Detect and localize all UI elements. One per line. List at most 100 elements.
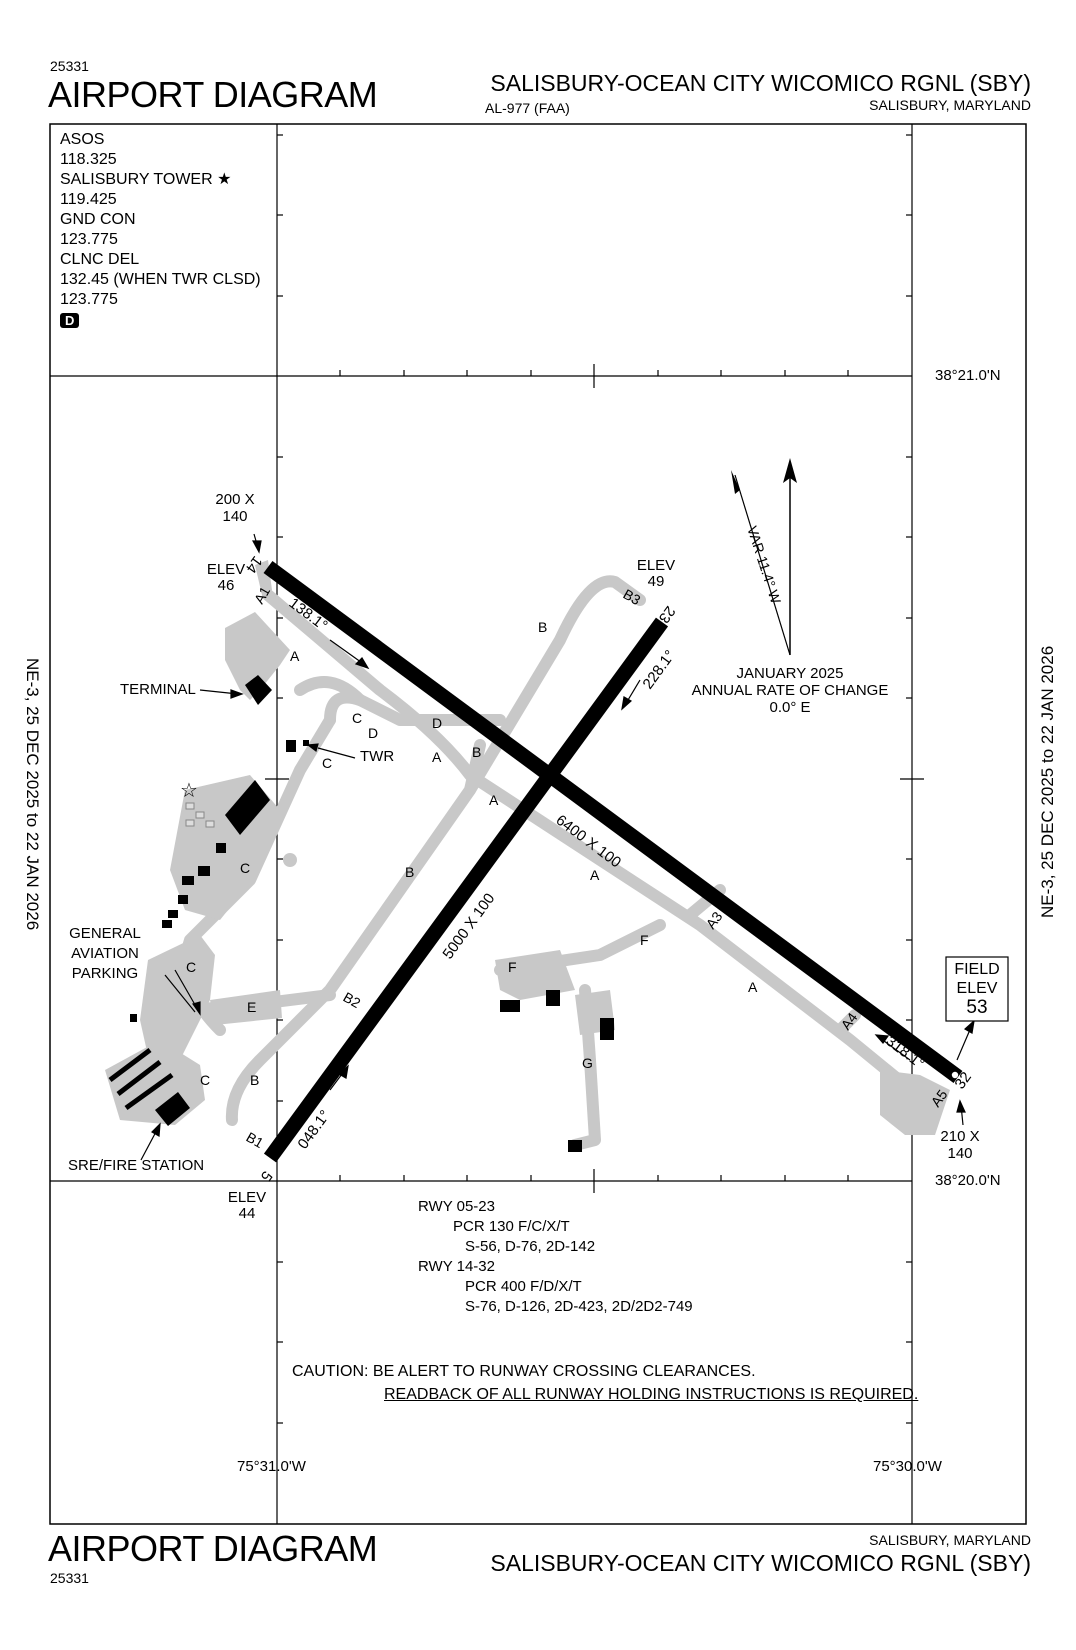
footer-city-state: SALISBURY, MARYLAND xyxy=(869,1532,1031,1548)
runway-end-14: 14 xyxy=(242,553,266,576)
twy-label-b-3: B xyxy=(405,864,414,880)
taxiways xyxy=(180,575,911,1151)
g-building xyxy=(600,1018,614,1040)
ga-label-line: GENERAL xyxy=(69,925,141,942)
twy-label-a1: A1 xyxy=(251,583,274,606)
hangar-3 xyxy=(198,866,210,876)
taxiway-a4 xyxy=(834,1009,861,1036)
magnetic-north-arrowhead-icon xyxy=(731,470,740,494)
buildings xyxy=(130,675,614,1152)
blast-pad-rwy14: 200 X 140 xyxy=(210,491,260,525)
pcn-gear: S-76, D-126, 2D-423, 2D/2D2-749 xyxy=(465,1298,693,1315)
twy-label-e: E xyxy=(247,999,256,1015)
taxiway-b xyxy=(225,575,646,1126)
footer-title: AIRPORT DIAGRAM xyxy=(48,1528,378,1569)
twy-label-b2: B2 xyxy=(341,989,364,1012)
taxiway-d xyxy=(324,691,506,726)
f-building-1 xyxy=(500,1000,520,1012)
tower-label: TWR xyxy=(360,748,395,765)
mag-epoch-line: 0.0° E xyxy=(769,699,811,716)
north-arrows: VAR 11.4° W xyxy=(731,458,797,656)
twy-label-a-3: A xyxy=(489,792,499,808)
twy-label-d-2: D xyxy=(432,715,442,731)
blast-pad-dim: 200 X xyxy=(215,491,255,508)
twy-label-b: B xyxy=(538,619,547,635)
ga-label-line: AVIATION xyxy=(71,945,139,962)
freq-line: GND CON xyxy=(60,211,136,228)
freq-line: ASOS xyxy=(60,131,105,148)
sre-fire-station-label: SRE/FIRE STATION xyxy=(68,1157,205,1174)
elev-label: ELEV xyxy=(206,561,246,578)
freq-line: SALISBURY TOWER ★ xyxy=(60,171,232,188)
taxiway-b-connector xyxy=(464,739,486,796)
hangar-outlines xyxy=(185,802,215,828)
twy-label-c-4: C xyxy=(186,959,196,975)
twy-label-a: A xyxy=(290,648,300,664)
taxiway-labels: A1 A A A A A A3 A4 A5 B B B B B1 B2 B3 C… xyxy=(186,583,951,1151)
f-building-2 xyxy=(546,990,560,1006)
pcn-gear: S-56, D-76, 2D-142 xyxy=(465,1238,596,1255)
hangar-2 xyxy=(216,843,226,853)
hangar-4 xyxy=(182,876,194,885)
freq-line: CLNC DEL xyxy=(60,251,140,268)
elev-value: 44 xyxy=(238,1205,256,1222)
field-elev-label: FIELD xyxy=(954,961,1000,978)
twy-label-c-2: C xyxy=(322,755,332,771)
field-elev-box xyxy=(945,956,1009,1022)
magnetic-north-line xyxy=(734,474,791,656)
apron-dot xyxy=(283,853,297,867)
chart-id: AL-977 (FAA) xyxy=(485,100,570,116)
caution-line-1: CAUTION: BE ALERT TO RUNWAY CROSSING CLE… xyxy=(292,1363,756,1380)
freq-line: 119.425 xyxy=(60,191,117,208)
city-state: SALISBURY, MARYLAND xyxy=(869,97,1031,113)
heading-arrows xyxy=(140,533,975,1161)
mag-epoch-line: ANNUAL RATE OF CHANGE xyxy=(691,682,889,699)
mag-epoch: JANUARY 2025 ANNUAL RATE OF CHANGE 0.0° … xyxy=(670,665,910,716)
footer-airport-name: SALISBURY-OCEAN CITY WICOMICO RGNL (SBY) xyxy=(490,1550,1031,1576)
freq-line: 118.325 xyxy=(60,151,117,168)
twy-label-g: G xyxy=(582,1055,593,1071)
elev-rwy5: ELEV 44 xyxy=(227,1190,267,1222)
true-north-arrowhead-icon xyxy=(783,458,797,483)
elev-rwy23: ELEV 49 xyxy=(636,558,676,590)
page-title: AIRPORT DIAGRAM xyxy=(48,74,378,115)
runway-end-32: 32 xyxy=(951,1069,975,1092)
blast-pad-dim: 210 X xyxy=(940,1128,980,1145)
twy-label-a-2: A xyxy=(432,749,442,765)
terminal-building xyxy=(245,675,272,705)
sre-fire-station xyxy=(155,1092,190,1126)
field-elev-label: ELEV xyxy=(956,980,998,997)
terminal-apron xyxy=(225,612,290,700)
rwy32-holding-apron xyxy=(880,1070,950,1135)
caution-line-2: READBACK OF ALL RUNWAY HOLDING INSTRUCTI… xyxy=(384,1386,919,1403)
ga-label-line: PARKING xyxy=(71,965,139,982)
blast-pad-dim: 140 xyxy=(947,1145,973,1162)
twy-label-c: C xyxy=(352,710,362,726)
twy-label-b1: B1 xyxy=(244,1129,267,1152)
ga-parking-apron xyxy=(140,935,215,1065)
runway-end-23: 23 xyxy=(655,603,679,626)
mag-variation-label: VAR 11.4° W xyxy=(744,524,784,606)
lat-top-label: 38°21.0'N xyxy=(935,367,1001,384)
pcn-notes: RWY 05-23 PCR 130 F/C/X/T S-56, D-76, 2D… xyxy=(418,1197,693,1317)
hangar-6 xyxy=(168,910,178,918)
tower-building-2 xyxy=(303,740,309,746)
hangar-5 xyxy=(178,895,188,904)
blast-pad-rwy32: 210 X 140 xyxy=(935,1128,985,1162)
mag-epoch-line: JANUARY 2025 xyxy=(736,665,844,682)
pcn-runway: RWY 14-32 xyxy=(418,1258,495,1275)
twy-label-b-2: B xyxy=(472,744,481,760)
terminal-label: TERMINAL xyxy=(120,681,196,698)
taxiway-d-loop xyxy=(294,676,366,706)
hangar-1 xyxy=(225,780,270,835)
twy-label-a-5: A xyxy=(748,979,758,995)
twy-label-d: D xyxy=(368,725,378,741)
freq-line: 123.775 xyxy=(60,291,118,308)
elev-value: 49 xyxy=(647,573,665,590)
sre-apron xyxy=(105,1040,205,1125)
twy-label-f: F xyxy=(640,932,649,948)
tower-building xyxy=(286,740,296,752)
e-apron xyxy=(210,990,282,1025)
runway-05-23 xyxy=(263,617,669,1163)
g-south-building xyxy=(568,1140,582,1152)
